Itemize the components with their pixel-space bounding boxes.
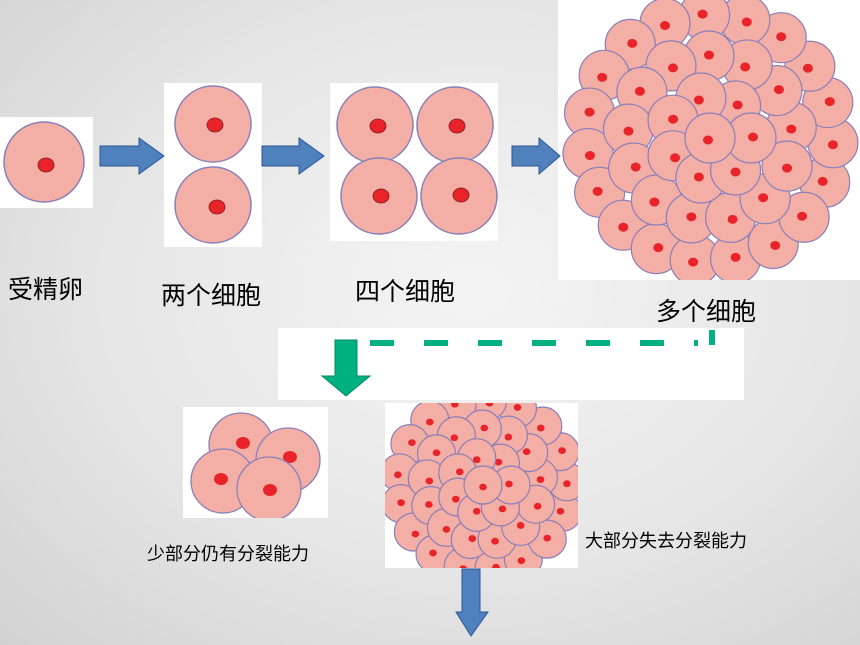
right-arrow-icon bbox=[511, 137, 561, 175]
cell bbox=[463, 465, 503, 505]
lost-dividing-panel bbox=[385, 403, 578, 568]
many-cells-cluster bbox=[562, 0, 859, 280]
lost-dividing-cells bbox=[385, 403, 578, 568]
still-dividing-cells bbox=[190, 412, 321, 518]
four-cells-label: 四个细胞 bbox=[355, 277, 456, 306]
down-arrow-icon bbox=[455, 568, 489, 637]
many-cells-label: 多个细胞 bbox=[656, 297, 757, 326]
fertilized-egg-panel bbox=[0, 117, 93, 208]
right-arrow-icon bbox=[261, 137, 325, 175]
two-cells-panel bbox=[164, 83, 262, 247]
four-cells-group bbox=[336, 86, 498, 235]
cell bbox=[761, 140, 813, 192]
right-arrow-icon bbox=[99, 137, 165, 175]
many-cells-panel bbox=[558, 0, 860, 280]
cell bbox=[807, 117, 859, 169]
cell bbox=[778, 191, 830, 243]
two-cells-label: 两个细胞 bbox=[161, 281, 262, 310]
cell bbox=[602, 103, 655, 155]
still-dividing-panel bbox=[183, 407, 328, 518]
dashed-connector-arrow bbox=[320, 330, 715, 397]
still-dividing-label: 少部分仍有分裂能力 bbox=[147, 544, 309, 565]
four-cells-panel bbox=[330, 83, 498, 241]
fertilized-egg-cell bbox=[3, 121, 85, 203]
two-cells-group bbox=[174, 85, 252, 244]
cell bbox=[684, 112, 736, 164]
connector-band bbox=[278, 328, 744, 400]
lost-dividing-label: 大部分失去分裂能力 bbox=[585, 531, 747, 552]
fertilized-egg-label: 受精卵 bbox=[8, 275, 84, 304]
